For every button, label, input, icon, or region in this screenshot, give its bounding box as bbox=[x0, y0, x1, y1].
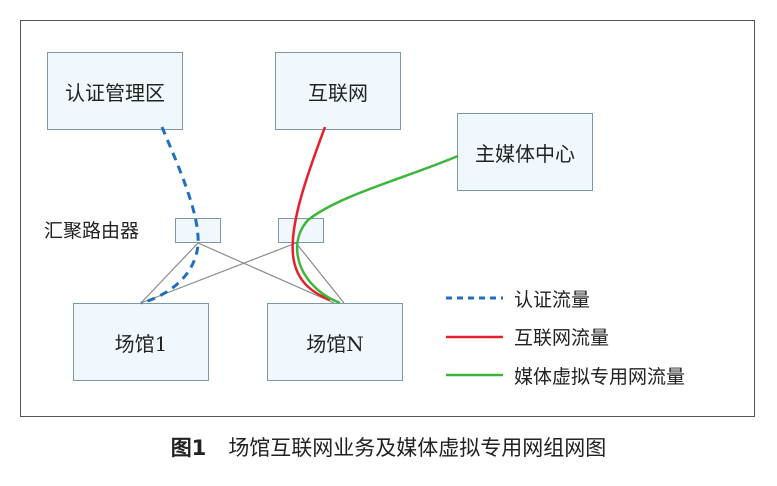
flow-media bbox=[295, 154, 459, 305]
node-internet-label: 互联网 bbox=[308, 80, 368, 105]
legend-label-internet: 互联网流量 bbox=[514, 327, 610, 349]
node-venue-1: 场馆1 bbox=[73, 303, 209, 381]
legend-label-media: 媒体虚拟专用网流量 bbox=[514, 366, 686, 388]
node-auth-zone: 认证管理区 bbox=[47, 52, 183, 130]
node-media-center-label: 主媒体中心 bbox=[475, 141, 575, 166]
link-router1-venuen bbox=[197, 242, 335, 304]
node-venue-n-label: 场馆N bbox=[306, 331, 364, 356]
node-media-center: 主媒体中心 bbox=[457, 113, 593, 191]
diagram-frame bbox=[20, 20, 755, 417]
figure-caption: 图1 场馆互联网业务及媒体虚拟专用网组网图 bbox=[0, 432, 777, 462]
node-venue-n: 场馆N bbox=[267, 303, 403, 381]
link-router1-venue1 bbox=[140, 242, 199, 304]
router-label: 汇聚路由器 bbox=[44, 220, 140, 242]
flow-auth bbox=[140, 126, 200, 305]
flow-internet bbox=[291, 126, 331, 302]
node-auth-zone-label: 认证管理区 bbox=[65, 80, 165, 105]
node-internet: 互联网 bbox=[275, 52, 401, 130]
node-venue-1-label: 场馆1 bbox=[114, 331, 168, 356]
figure-title: 场馆互联网业务及媒体虚拟专用网组网图 bbox=[228, 436, 607, 460]
legend-label-auth: 认证流量 bbox=[514, 289, 591, 311]
link-router2-venuen bbox=[295, 242, 345, 304]
figure-number: 图1 bbox=[170, 436, 207, 460]
